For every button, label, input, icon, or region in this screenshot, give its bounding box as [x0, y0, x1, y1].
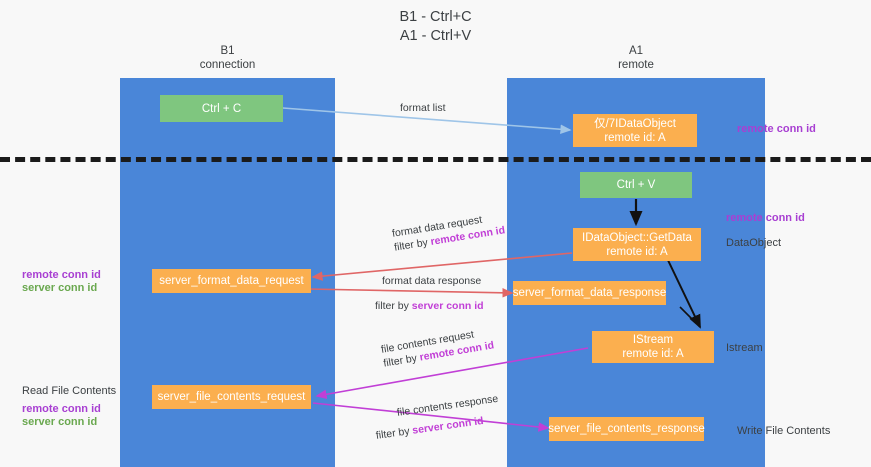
lane-header-b1-name: B1	[220, 45, 235, 57]
label-write-file-contents: Write File Contents	[737, 425, 831, 437]
label-remote-conn-id-top: remote conn id	[737, 123, 816, 135]
box-istream-line2: remote id: A	[622, 348, 684, 360]
label-left-server-conn-id-2: server conn id	[22, 416, 98, 428]
box-server-file-contents-response[interactable]: server_file_contents_response	[548, 417, 705, 441]
box-server-format-data-request-label: server_format_data_request	[159, 275, 304, 287]
edge-label-format-data-response-line1: format data response	[382, 275, 482, 287]
box-server-format-data-response[interactable]: server_format_data_response	[513, 281, 666, 305]
label-left-server-conn-id-1: server conn id	[22, 282, 98, 294]
edge-label-format-list: format list	[400, 102, 446, 114]
box-ctrl-c[interactable]: Ctrl + C	[160, 95, 283, 122]
edge-filter-key-4: server conn id	[411, 414, 485, 437]
label-remote-conn-id-mid: remote conn id	[726, 212, 805, 224]
edge-label-format-data-response-filter: filter by server conn id	[375, 299, 484, 313]
edge-filter-prefix-2: filter by	[375, 300, 412, 312]
box-ctrl-v-label: Ctrl + V	[616, 179, 656, 191]
page-title: B1 - Ctrl+C A1 - Ctrl+V	[0, 8, 871, 46]
label-istream: Istream	[726, 342, 763, 354]
edge-label-file-contents-request: file contents request filter by remote c…	[380, 325, 495, 371]
box-server-file-contents-request-label: server_file_contents_request	[157, 391, 306, 403]
box-ctrl-c-label: Ctrl + C	[201, 102, 242, 115]
box-server-format-data-response-label: server_format_data_response	[512, 287, 667, 299]
lane-header-a1-name: A1	[628, 45, 644, 57]
lane-header-b1-sub: connection	[199, 59, 256, 71]
edge-filter-key-2: server conn id	[411, 300, 484, 312]
label-dataobject: DataObject	[726, 237, 782, 249]
label-left-remote-conn-id-2: remote conn id	[22, 403, 101, 415]
box-server-format-data-request[interactable]: server_format_data_request	[152, 269, 311, 293]
box-istream[interactable]: IStream remote id: A	[592, 331, 714, 363]
lane-header-a1-sub: remote	[618, 59, 654, 71]
box-idataobject-top[interactable]: 仅/7IDataObject remote id: A	[573, 114, 697, 147]
box-server-file-contents-response-label: server_file_contents_response	[548, 423, 705, 435]
box-ctrl-v[interactable]: Ctrl + V	[580, 172, 692, 198]
arrow-format-data-response	[307, 288, 514, 298]
box-getdata-line2: remote id: A	[606, 245, 668, 258]
lane-header-b1: B1 connection	[120, 44, 335, 72]
box-idataobject-getdata[interactable]: IDataObject::GetData remote id: A	[573, 228, 701, 261]
title-line-2: A1 - Ctrl+V	[399, 28, 472, 44]
edge-filter-prefix-4: filter by	[375, 424, 414, 442]
title-line-1: B1 - Ctrl+C	[399, 9, 472, 25]
box-idataobject-top-line1: 仅/7IDataObject	[594, 117, 676, 130]
edge-label-file-contents-response-line1: file contents response	[396, 392, 499, 419]
edge-label-format-data-request: format data request filter by remote con…	[391, 209, 506, 254]
label-left-remote-conn-id-1: remote conn id	[22, 269, 101, 281]
box-getdata-line1: IDataObject::GetData	[582, 231, 692, 244]
lane-header-a1: A1 remote	[507, 44, 765, 72]
label-read-file-contents: Read File Contents	[22, 385, 117, 397]
edge-label-format-data-response: format data response	[382, 274, 481, 288]
box-server-file-contents-request[interactable]: server_file_contents_request	[152, 385, 311, 409]
edge-label-file-contents-response: file contents response	[396, 392, 499, 420]
box-istream-line1: IStream	[632, 334, 674, 346]
box-idataobject-top-line2: remote id: A	[604, 131, 666, 144]
edge-label-file-contents-response-filter: filter by server conn id	[375, 414, 484, 443]
separator-dashed-line	[0, 157, 871, 162]
